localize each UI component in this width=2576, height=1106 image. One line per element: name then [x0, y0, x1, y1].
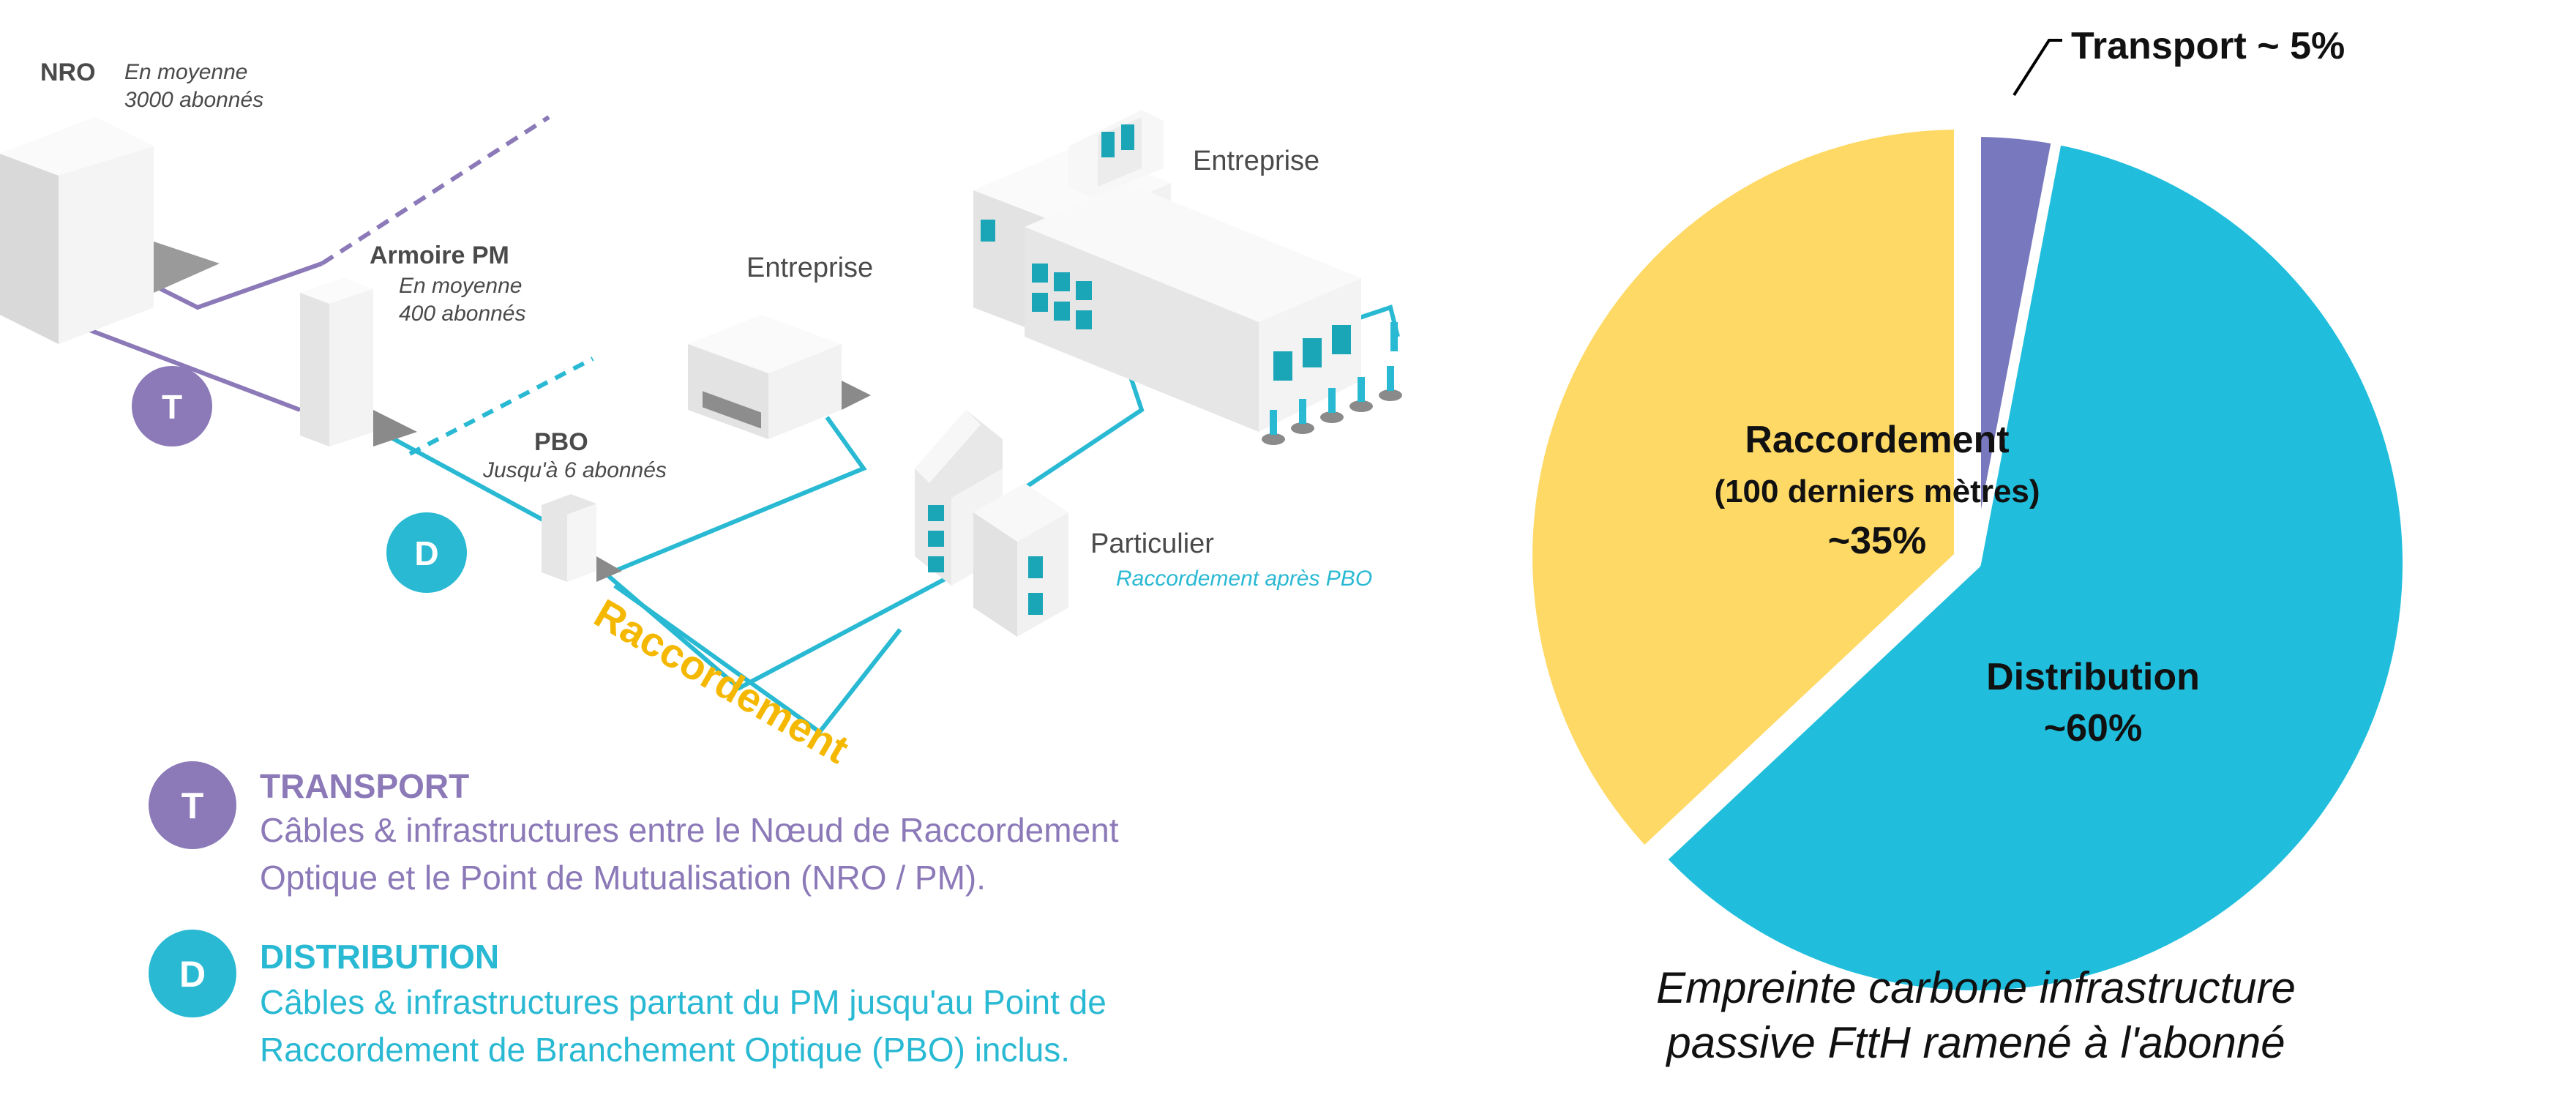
svg-text:T: T — [162, 388, 182, 426]
armoire-note-line2: 400 abonnés — [399, 302, 526, 326]
parking-bollards — [1262, 389, 1402, 445]
pie-chart — [1522, 119, 2413, 1001]
armoire-note-line1: En moyenne — [399, 274, 522, 298]
particulier-note: Raccordement après PBO — [1116, 567, 1372, 591]
particulier-title: Particulier — [1090, 528, 1214, 559]
drop-cable-4 — [986, 365, 1145, 515]
nro-building — [0, 117, 220, 344]
svg-text:T: T — [181, 785, 204, 826]
drop-cable-3 — [613, 583, 902, 736]
svg-text:D: D — [414, 534, 438, 572]
pie-label-raccordement-line3: ~35% — [1828, 520, 1926, 562]
legend-transport-line2: Optique et le Point de Mutualisation (NR… — [260, 859, 986, 897]
pie-label-raccordement-line2: (100 derniers mètres) — [1714, 474, 2040, 509]
nro-title: NRO — [40, 59, 96, 86]
legend: T TRANSPORT Câbles & infrastructures ent… — [149, 761, 1119, 1069]
transport-badge: T — [132, 366, 212, 446]
particulier-house — [915, 410, 1068, 637]
pie-label-raccordement-line1: Raccordement — [1745, 419, 2009, 461]
pbo-note: Jusqu'à 6 abonnés — [482, 458, 667, 482]
svg-text:D: D — [179, 954, 206, 995]
transport-leader-line — [2012, 39, 2062, 97]
transport-cable-dashed — [321, 115, 550, 266]
ftth-diagram: NRO En moyenne 3000 abonnés Armoire PM E… — [0, 59, 1402, 772]
transport-cable-nro-branch — [152, 261, 323, 310]
entreprise-mid-label: Entreprise — [746, 253, 873, 283]
pie-labels: Transport ~ 5% Raccordement (100 dernier… — [1714, 25, 2345, 750]
chart-caption-line1: Empreinte carbone infrastructure — [1656, 963, 2296, 1012]
pie-label-distribution-line1: Distribution — [1986, 656, 2200, 698]
distribution-cable-pm-pbo — [379, 430, 558, 529]
distribution-cable-dashed — [408, 356, 594, 456]
legend-transport: T TRANSPORT Câbles & infrastructures ent… — [149, 761, 1119, 897]
nro-note-line2: 3000 abonnés — [124, 88, 263, 112]
pie-label-distribution-line2: ~60% — [2044, 707, 2142, 750]
pbo-title: PBO — [534, 428, 588, 456]
drop-cable-1 — [613, 416, 867, 573]
legend-transport-title: TRANSPORT — [260, 767, 469, 805]
transport-lines — [86, 115, 550, 412]
armoire-title: Armoire PM — [370, 242, 509, 269]
nro-note-line1: En moyenne — [124, 60, 247, 84]
legend-distribution-line2: Raccordement de Branchement Optique (PBO… — [260, 1031, 1070, 1069]
chart-caption-line2: passive FttH ramené à l'abonné — [1665, 1018, 2285, 1067]
entreprise-top-label: Entreprise — [1193, 146, 1319, 176]
distribution-badge: D — [386, 512, 467, 593]
pie-slice-distribution — [1655, 134, 2413, 1001]
entreprise-small-building — [688, 315, 871, 439]
legend-distribution-title: DISTRIBUTION — [260, 938, 499, 976]
pbo-box — [542, 494, 622, 582]
armoire-pm-cabinet — [300, 278, 417, 446]
transport-cable — [86, 327, 302, 412]
legend-distribution: D DISTRIBUTION Câbles & infrastructures … — [149, 930, 1107, 1069]
entreprise-large-building — [973, 110, 1402, 445]
legend-distribution-line1: Câbles & infrastructures partant du PM j… — [260, 983, 1107, 1021]
pie-label-transport: Transport ~ 5% — [2071, 25, 2345, 67]
raccordement-label: Raccordement — [587, 590, 856, 772]
pie-slice-raccordement — [1522, 119, 1965, 857]
legend-transport-line1: Câbles & infrastructures entre le Nœud d… — [260, 811, 1119, 849]
